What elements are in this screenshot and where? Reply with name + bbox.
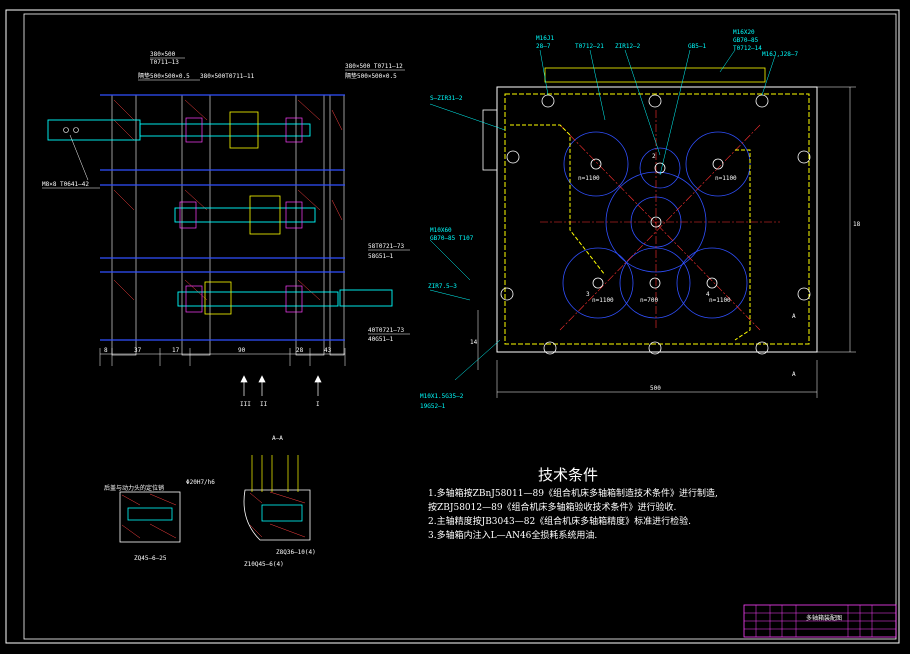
label-l6: 隔垫500×500×0.5 [345,72,397,80]
label-zir7: ZIR7.5—3 [428,283,457,290]
label-l1: 380×500 [150,51,176,58]
label-l10: 40T0721—73 [368,327,405,334]
section-d1: Φ20H7/h6 [186,479,215,486]
dim-height: 18 [853,221,861,228]
label-t0712: T0712—21 [575,43,604,50]
spindle-num-4: 4 [706,291,710,298]
dim-2: 17 [172,347,180,354]
notes-line-3: 2.主轴精度按JB3043—82《组合机床多轴箱精度》标准进行检验. [428,515,691,527]
section-left-note: 后盖与动力头的定位销 [104,484,164,492]
spindle-num-2: 2 [652,153,656,160]
notes-line-4: 3.多轴箱内注入L—AN46全损耗系统用油. [428,529,597,541]
label-m10b: M10X1.5G35—2 [420,393,464,400]
label-l9: 58G51—1 [368,253,394,260]
dim-1: 37 [134,347,142,354]
label-l5: 380×500 T0711—12 [345,63,403,70]
section-title: A—A [272,435,283,442]
label-gb70b: GB70—85 T107 [430,235,474,242]
label-gb: GB5—1 [688,43,706,50]
dim-width: 500 [650,385,661,392]
label-l3: 隔垫500×500×0.5 [138,72,190,80]
label-gb70: GB70—85 [733,37,759,44]
label-l2: T0711—13 [150,59,179,66]
label-s2r: S—ZIR31—2 [430,95,463,102]
outer-border [5,9,900,644]
label-n2: n=1100 [715,175,737,182]
arrow-label-1: I [316,401,320,408]
notes-line-1: 1.多轴箱按ZBnJ58011—89《组合机床多轴箱制造技术条件》进行制造, [428,487,718,499]
label-zir: ZIR12—2 [615,43,641,50]
title-block: 多轴箱装配图 [743,604,897,638]
left-unfolded-view: 380×500 T0711—13 隔垫500×500×0.5 380×500T0… [42,51,410,408]
label-n3: n=1100 [592,297,614,304]
section-d3: Z10Q45—6(4) [244,561,284,568]
notes-title: 技术条件 [538,466,598,484]
label-n1: n=1100 [578,175,600,182]
section-d4: Z8Q36—10(4) [276,549,316,556]
label-m16b: 28—7 [536,43,551,50]
section-mark-bottom: A [792,371,796,378]
label-m16jd: M16J,J28—7 [762,51,799,58]
inner-border [23,13,897,640]
right-front-view: M16J1 28—7 T0712—21 ZIR12—2 GB5—1 M16X20… [420,29,861,410]
dim-0: 8 [104,347,108,354]
arrow-label-3: III [240,401,251,408]
label-l7: M8×8 T0641—42 [42,181,89,188]
section-d2: ZQ45—6—25 [134,555,167,562]
section-mark-top: A [792,313,796,320]
label-l11: 40G51—1 [368,336,394,343]
technical-notes: 技术条件 1.多轴箱按ZBnJ58011—89《组合机床多轴箱制造技术条件》进行… [428,466,718,541]
label-g5: 19G52—1 [420,403,446,410]
label-n5: n=700 [640,297,658,304]
label-m16: M16J1 [536,35,554,42]
label-m10: M10X60 [430,227,452,234]
label-t0712b: T0712—14 [733,45,762,52]
dim-4: 28 [296,347,304,354]
spindle-num-3: 3 [586,291,590,298]
section-aa-view: A—A 后盖与动力头的定位销 Φ20H7/h6 ZQ45—6—25 Z10Q45… [104,435,316,568]
label-n4: n=1100 [709,297,731,304]
dim-5: 43 [324,347,332,354]
dim-side: 14 [470,339,478,346]
label-m16x20: M16X20 [733,29,755,36]
title-block-name: 多轴箱装配图 [806,614,842,622]
label-l4: 380×500T0711—11 [200,73,255,80]
arrow-label-2: II [260,401,268,408]
label-l8: 58T0721—73 [368,243,405,250]
dim-3: 90 [238,347,246,354]
notes-line-2: 按ZBJ58012—89《组合机床多轴箱验收技术条件》进行验收. [428,501,677,513]
